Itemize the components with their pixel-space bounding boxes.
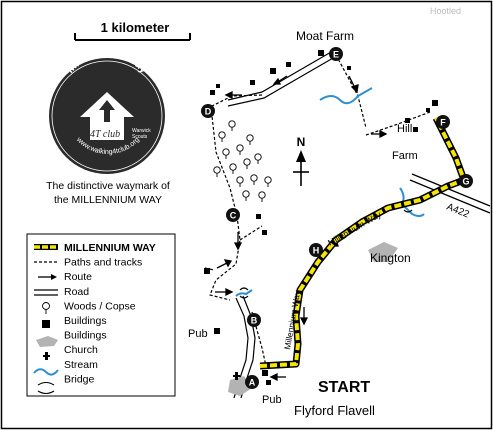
legend-swatch-buildings-grey xyxy=(36,336,58,347)
scale-bar-label: 1 kilometer xyxy=(101,20,170,35)
legend-label-paths: Paths and tracks xyxy=(64,257,142,269)
label-pub-lower: Pub xyxy=(262,394,282,406)
waypoint-c: C xyxy=(226,208,240,222)
svg-text:E: E xyxy=(333,50,339,60)
north-arrow: N xyxy=(293,135,309,186)
legend-labels: MILLENNIUM WAY Paths and tracksRouteRoadW… xyxy=(64,242,156,385)
route-label-kington: Millennium Way xyxy=(326,209,383,248)
waymark-small-line-2: Scouts xyxy=(132,134,148,140)
legend-swatch-road xyxy=(34,289,58,296)
waypoint-b: B xyxy=(247,313,261,327)
waypoint-g: G xyxy=(459,174,473,188)
tree-icon xyxy=(42,302,50,314)
label-moat-farm: Moat Farm xyxy=(296,29,354,43)
waymark-caption-1: The distinctive waymark of xyxy=(46,180,170,192)
waymark-caption-2: the MILLENNIUM WAY xyxy=(54,194,162,206)
paths-and-tracks xyxy=(204,54,431,367)
waymark-logo: Millennium Way 4T club Warwick Scouts ww… xyxy=(49,47,165,174)
buildings xyxy=(204,50,438,385)
svg-text:C: C xyxy=(230,211,237,221)
label-farm: Farm xyxy=(392,150,418,162)
legend-label-stream: Stream xyxy=(64,359,98,371)
label-hill: Hill xyxy=(397,123,412,135)
waypoint-h: H xyxy=(309,243,323,257)
streams xyxy=(235,87,425,297)
legend-label-route: Route xyxy=(64,271,92,283)
waymark-arrow-icon xyxy=(99,100,115,122)
legend-label-woods: Woods / Copse xyxy=(64,300,136,312)
label-flyford-flavell: Flyford Flavell xyxy=(294,403,375,418)
svg-text:D: D xyxy=(205,107,212,117)
waypoint-e: E xyxy=(329,47,343,61)
legend-label-buildings_sq: Buildings xyxy=(64,315,107,327)
legend: MILLENNIUM WAY Paths and tracksRouteRoadW… xyxy=(26,233,176,397)
legend-label-millennium: MILLENNIUM WAY xyxy=(64,242,156,254)
legend-swatch-stream xyxy=(33,368,59,376)
waypoints: A B C D E F G H xyxy=(201,47,473,389)
legend-label-buildings_grey: Buildings xyxy=(64,330,107,342)
label-kington: Kington xyxy=(370,251,411,265)
waypoint-d: D xyxy=(201,104,215,118)
church-icon xyxy=(233,372,240,380)
legend-church-icon xyxy=(43,352,50,360)
hootled-watermark: Hootled xyxy=(430,6,461,16)
legend-swatch-buildings-square xyxy=(42,320,50,328)
waypoint-a: A xyxy=(245,375,259,389)
svg-text:G: G xyxy=(462,177,469,187)
svg-text:A: A xyxy=(249,378,256,388)
waymark-small-line-1: Warwick xyxy=(132,128,151,134)
waypoint-f: F xyxy=(436,115,450,129)
legend-bridge-icon xyxy=(37,381,55,395)
north-label: N xyxy=(297,135,306,149)
svg-text:F: F xyxy=(440,118,446,128)
legend-label-road: Road xyxy=(64,286,89,298)
label-pub-upper: Pub xyxy=(188,328,208,340)
svg-text:H: H xyxy=(313,246,320,256)
road-label: A422 xyxy=(445,202,471,221)
woods-copse xyxy=(213,120,272,202)
scale-bar: 1 kilometer xyxy=(74,20,191,41)
waymark-logo-text: 4T club xyxy=(90,129,120,140)
legend-label-bridge: Bridge xyxy=(64,373,95,385)
label-start: START xyxy=(318,379,370,396)
legend-label-church: Church xyxy=(64,344,98,356)
legend-swatch-route xyxy=(38,274,57,280)
svg-text:B: B xyxy=(251,316,258,326)
